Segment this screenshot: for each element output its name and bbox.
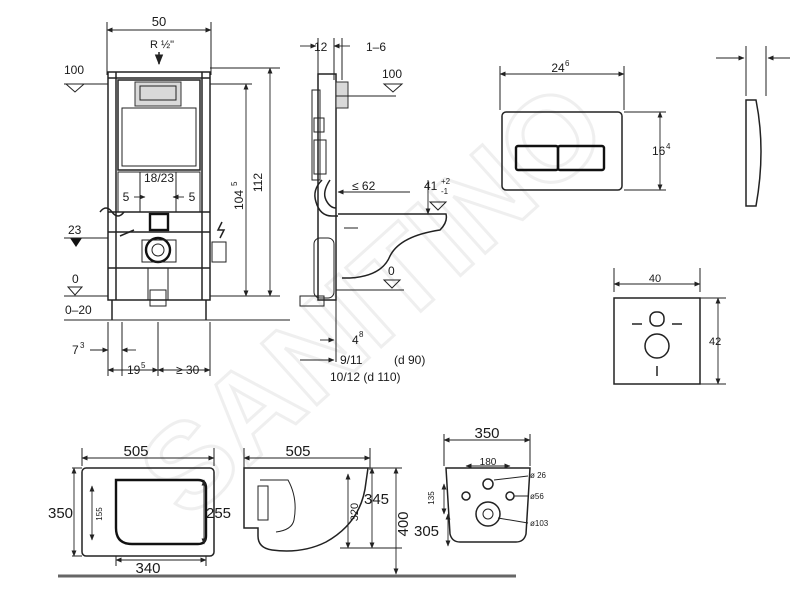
side-h41: 41 — [424, 179, 438, 193]
frame-side-view: 12 1–6 100 ≤ 62 41 +2 -1 0 4 8 — [299, 38, 451, 384]
side-depth-1-6: 1–6 — [366, 40, 386, 54]
side-h41-tol-minus: -1 — [441, 187, 449, 196]
side-pipe-9-11: 9/11 — [340, 353, 363, 367]
frame-foot-offset: 7 — [72, 343, 79, 357]
bowl-side-h400: 400 — [395, 511, 412, 536]
frame-range-label: 0–20 — [65, 303, 92, 317]
plate-side-profile — [716, 46, 790, 207]
side-h41-tol-plus: +2 — [441, 177, 451, 186]
plate-height-sup: 4 — [666, 142, 671, 151]
frame-side-5-right: 5 — [189, 190, 196, 204]
frame-spacing-label: 18/23 — [144, 171, 174, 185]
bowl-back-d56: ø56 — [530, 492, 544, 501]
frame-level-23: 23 — [68, 223, 82, 237]
side-le-62: ≤ 62 — [352, 179, 376, 193]
bowl-side-h320: 320 — [349, 503, 361, 521]
plate-width: 24 — [551, 61, 565, 75]
side-pipe-10-12: 10/12 (d 110) — [330, 370, 401, 384]
flush-plate: 24 6 16 4 — [499, 59, 671, 191]
bowl-back-d103: ø103 — [530, 519, 549, 528]
bowl-side-length: 505 — [285, 443, 310, 460]
frame-height-frame: 104 — [232, 190, 246, 210]
frame-foot-offset-sup: 3 — [80, 341, 85, 350]
bowl-side-view: 505 320 345 400 — [58, 443, 516, 578]
frame-drain-offset: 19 — [127, 363, 141, 377]
bowl-top-inner-length: 340 — [135, 560, 160, 577]
insulation-pad: 40 42 — [613, 268, 726, 385]
plate-button-right — [556, 144, 606, 172]
plate-outline — [501, 111, 623, 191]
frame-front-view: 50 R ½" 18/23 5 5 — [64, 14, 290, 377]
frame-connection-label: R ½" — [150, 39, 174, 51]
side-level-0: 0 — [388, 264, 395, 278]
frame-height-total: 112 — [251, 173, 265, 192]
bowl-back-h305: 305 — [414, 523, 439, 540]
bowl-side-h345: 345 — [364, 491, 389, 508]
bowl-top-width: 350 — [48, 505, 73, 522]
bowl-top-small-155: 155 — [95, 507, 104, 521]
frame-side-5-left: 5 — [123, 190, 130, 204]
side-off-4: 4 — [352, 333, 359, 347]
side-level-100: 100 — [382, 67, 402, 81]
frame-level-0: 0 — [72, 272, 79, 286]
bowl-back-spacing-180: 180 — [480, 457, 497, 468]
plate-width-sup: 6 — [565, 59, 570, 68]
side-off-4-sup: 8 — [359, 330, 364, 339]
bowl-top-inner-width: 255 — [206, 505, 231, 522]
frame-width-label: 50 — [152, 14, 166, 29]
side-depth-12: 12 — [314, 40, 328, 54]
bowl-back-h135: 135 — [427, 491, 436, 505]
pad-height: 42 — [709, 336, 721, 348]
plate-height: 16 — [652, 144, 666, 158]
side-pipe-d90: (d 90) — [394, 353, 425, 367]
frame-drain-offset-sup: 5 — [141, 361, 146, 370]
bowl-back-view: 350 180 ø 26 ø56 ø103 135 305 — [414, 425, 549, 547]
bowl-back-d26: ø 26 — [530, 471, 547, 480]
frame-min-30: ≥ 30 — [176, 363, 200, 377]
pad-width: 40 — [649, 273, 661, 285]
bowl-back-width: 350 — [474, 425, 499, 442]
bowl-top-length: 505 — [123, 443, 148, 460]
frame-level-100: 100 — [64, 63, 84, 77]
pad-outline — [613, 297, 701, 385]
bowl-top-view: 505 350 155 255 340 — [48, 443, 231, 577]
frame-height-frame-sup: 5 — [230, 181, 239, 186]
